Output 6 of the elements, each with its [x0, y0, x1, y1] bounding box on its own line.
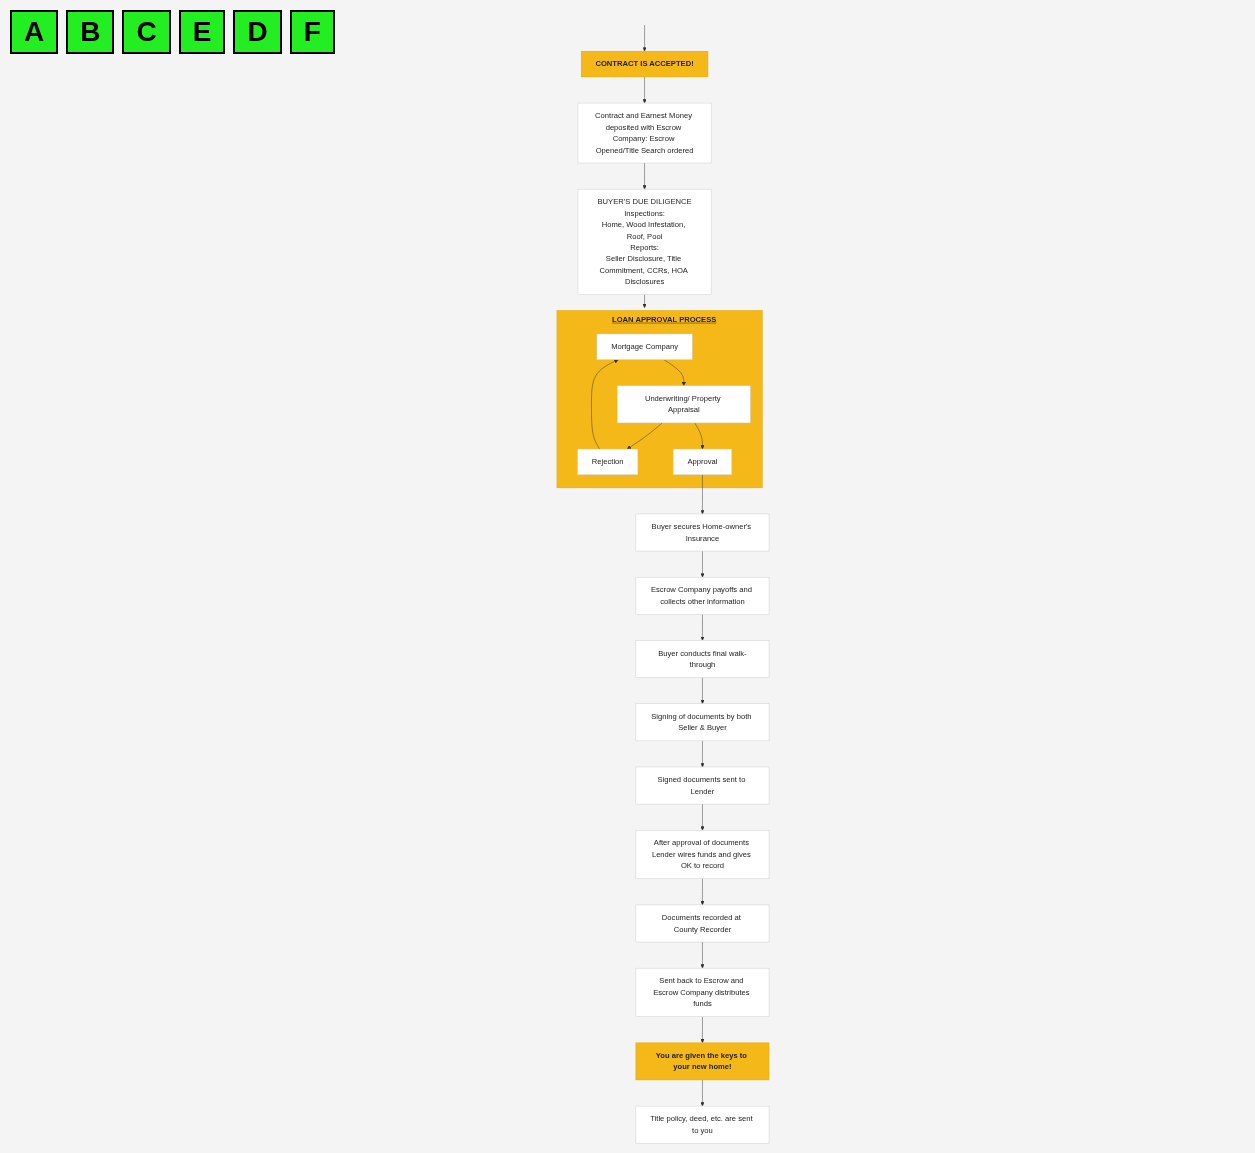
- callout-letter: B: [66, 10, 115, 54]
- callout-letter: A: [10, 10, 59, 54]
- callout-letter: C: [122, 10, 171, 54]
- callout-letter: F: [289, 10, 335, 54]
- callout-letter: D: [233, 10, 282, 54]
- callout-letter: E: [178, 10, 226, 54]
